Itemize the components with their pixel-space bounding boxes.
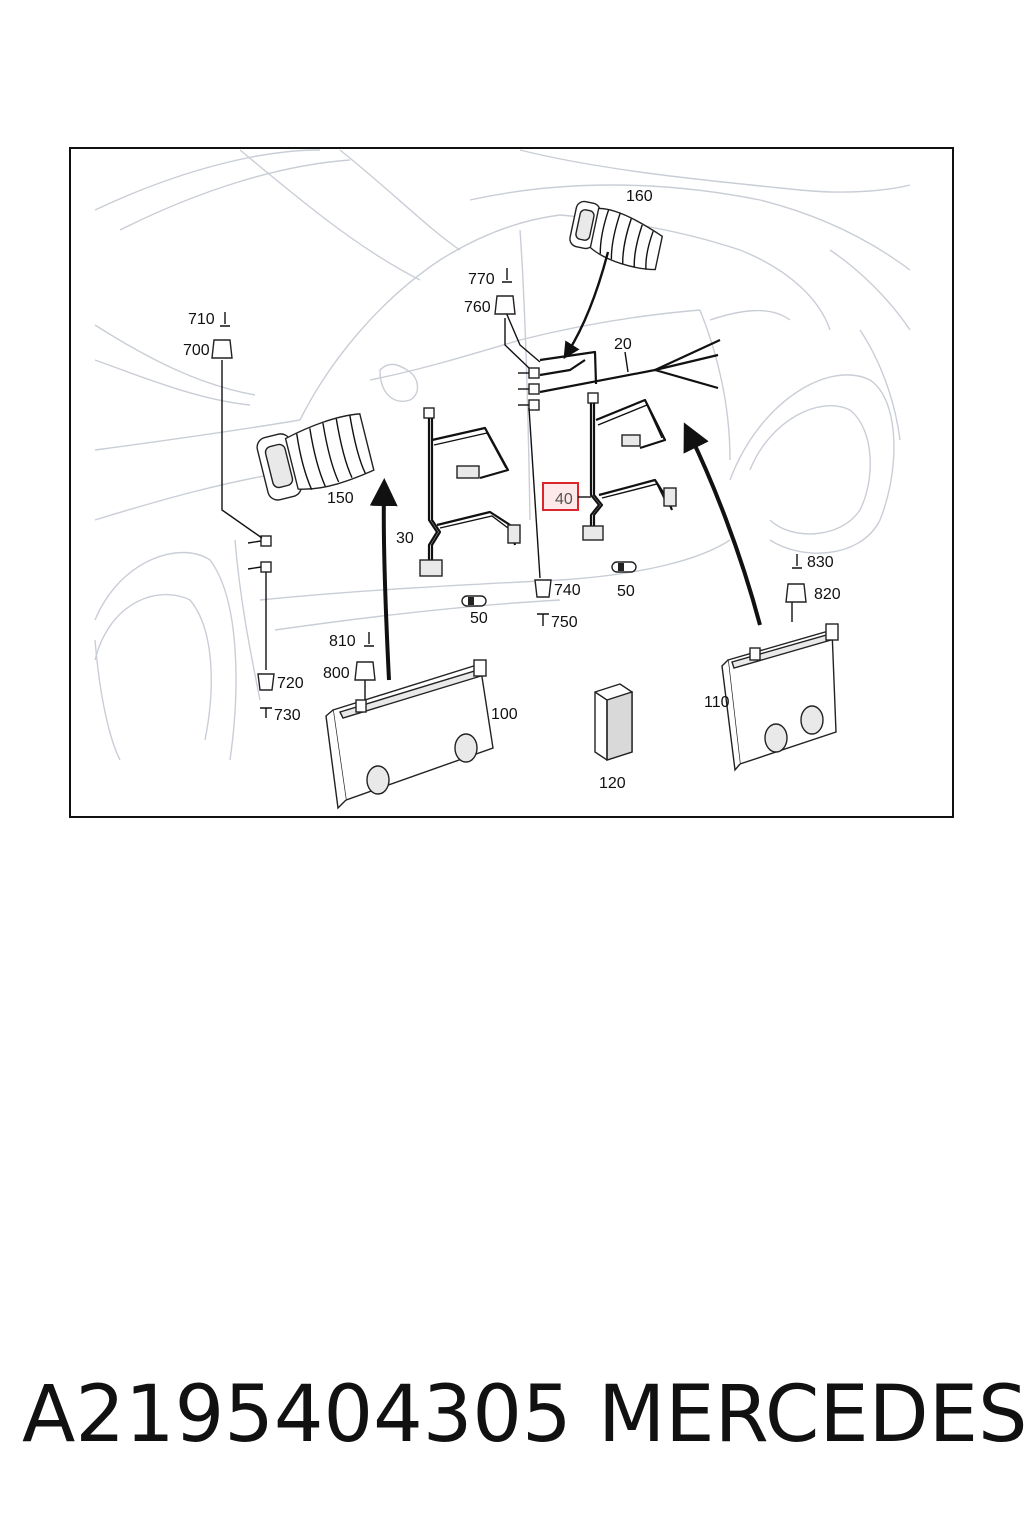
leader-lines bbox=[221, 318, 793, 700]
control-unit-110 bbox=[721, 623, 839, 772]
label-740: 740 bbox=[554, 582, 581, 599]
control-unit-100 bbox=[325, 659, 494, 810]
label-720: 720 bbox=[277, 675, 304, 692]
terminal-pin-icon bbox=[537, 613, 549, 626]
terminal-pin-icon bbox=[260, 707, 272, 718]
label-120: 120 bbox=[599, 775, 626, 792]
label-160: 160 bbox=[626, 188, 653, 205]
label-20: 20 bbox=[614, 336, 632, 353]
label-730: 730 bbox=[274, 707, 301, 724]
connector-socket-icon bbox=[534, 579, 552, 598]
terminal-pin-icon bbox=[792, 554, 802, 569]
connector-socket-icon bbox=[257, 673, 275, 691]
brand-name: MERCEDES bbox=[598, 1370, 1024, 1460]
bellows-150 bbox=[256, 413, 375, 501]
terminal-pin-icon bbox=[220, 312, 230, 327]
part-number: A2195404305 bbox=[22, 1370, 572, 1460]
connector-housing-icon bbox=[494, 295, 516, 315]
bulb-50-front bbox=[461, 595, 487, 607]
label-710: 710 bbox=[188, 311, 215, 328]
car-body-outline bbox=[94, 149, 911, 761]
connector-boxes bbox=[247, 367, 599, 573]
label-100: 100 bbox=[491, 706, 518, 723]
bulb-50-rear bbox=[611, 561, 637, 573]
label-800: 800 bbox=[323, 665, 350, 682]
label-40: 40 bbox=[555, 491, 573, 508]
part-120 bbox=[594, 683, 633, 761]
label-820: 820 bbox=[814, 586, 841, 603]
harness-40 bbox=[582, 398, 677, 541]
label-810: 810 bbox=[329, 633, 356, 650]
harness-20 bbox=[504, 309, 721, 394]
label-50-front: 50 bbox=[470, 610, 488, 627]
label-150: 150 bbox=[327, 490, 354, 507]
connector-housing-icon bbox=[785, 583, 807, 603]
harness-30 bbox=[419, 418, 521, 577]
label-830: 830 bbox=[807, 554, 834, 571]
arrows bbox=[369, 251, 762, 681]
bellows-160 bbox=[569, 200, 664, 271]
connector-housing-icon bbox=[211, 339, 233, 359]
label-30: 30 bbox=[396, 530, 414, 547]
label-760: 760 bbox=[464, 299, 491, 316]
connector-housing-icon bbox=[354, 661, 376, 681]
terminal-pin-icon bbox=[364, 632, 374, 647]
footer: A2195404305 MERCEDES bbox=[0, 1370, 1024, 1480]
label-770: 770 bbox=[468, 271, 495, 288]
label-750: 750 bbox=[551, 614, 578, 631]
terminal-pin-icon bbox=[502, 268, 512, 283]
label-50-rear: 50 bbox=[617, 583, 635, 600]
label-700: 700 bbox=[183, 342, 210, 359]
connector-symbols bbox=[211, 268, 807, 718]
label-110: 110 bbox=[704, 694, 730, 711]
